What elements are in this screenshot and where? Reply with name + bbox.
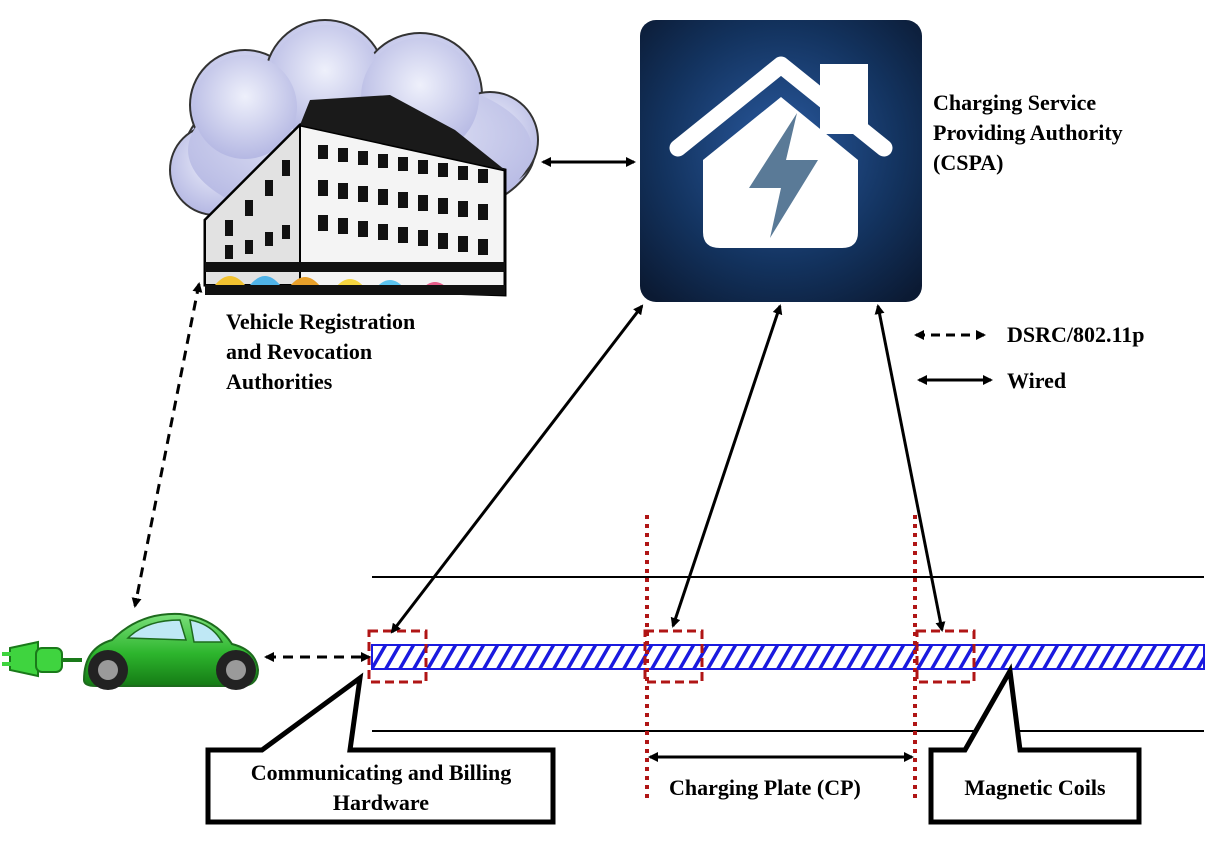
edge-cspa-plate-end [874,304,946,632]
csp-authority-house-icon [640,20,922,302]
registration-authority-label-line1: Vehicle Registration [226,309,416,334]
registration-authority-label-line2: and Revocation [226,339,373,364]
registration-authority-building-icon [169,19,539,297]
billing-hardware-callout [205,672,556,825]
electric-vehicle-icon [2,612,260,690]
csp-authority-label: Charging Service Providing Authority (CS… [933,88,1123,178]
magnetic-coils-callout-text: Magnetic Coils [934,773,1136,803]
magnetic-coils-line1: Magnetic Coils [964,775,1106,800]
csp-authority-label-line1: Charging Service [933,90,1097,115]
registration-authority-label: Vehicle Registration and Revocation Auth… [226,307,415,397]
edge-cspa-billing [390,304,644,634]
billing-hardware-callout-text: Communicating and Billing Hardware [211,758,551,818]
edge-registration-vehicle [131,282,203,608]
charging-plate-label: Charging Plate (CP) [669,775,861,800]
billing-hardware-line2: Hardware [332,790,430,815]
billing-hardware-line1: Communicating and Billing [250,760,512,785]
csp-authority-label-line2: Providing Authority [933,120,1123,145]
plate-start-highlight [643,629,704,684]
legend-dsrc-label: DSRC/802.11p [1007,322,1145,347]
plate-end-highlight [915,629,976,684]
registration-authority-label-line3: Authorities [226,369,333,394]
csp-authority-label-line3: (CSPA) [933,150,1004,175]
magnetic-coils-callout [928,663,1142,825]
legend-wired-label: Wired [1007,368,1067,393]
magnetic-coil-strip [371,644,1205,670]
edge-cspa-plate-start [670,304,783,628]
